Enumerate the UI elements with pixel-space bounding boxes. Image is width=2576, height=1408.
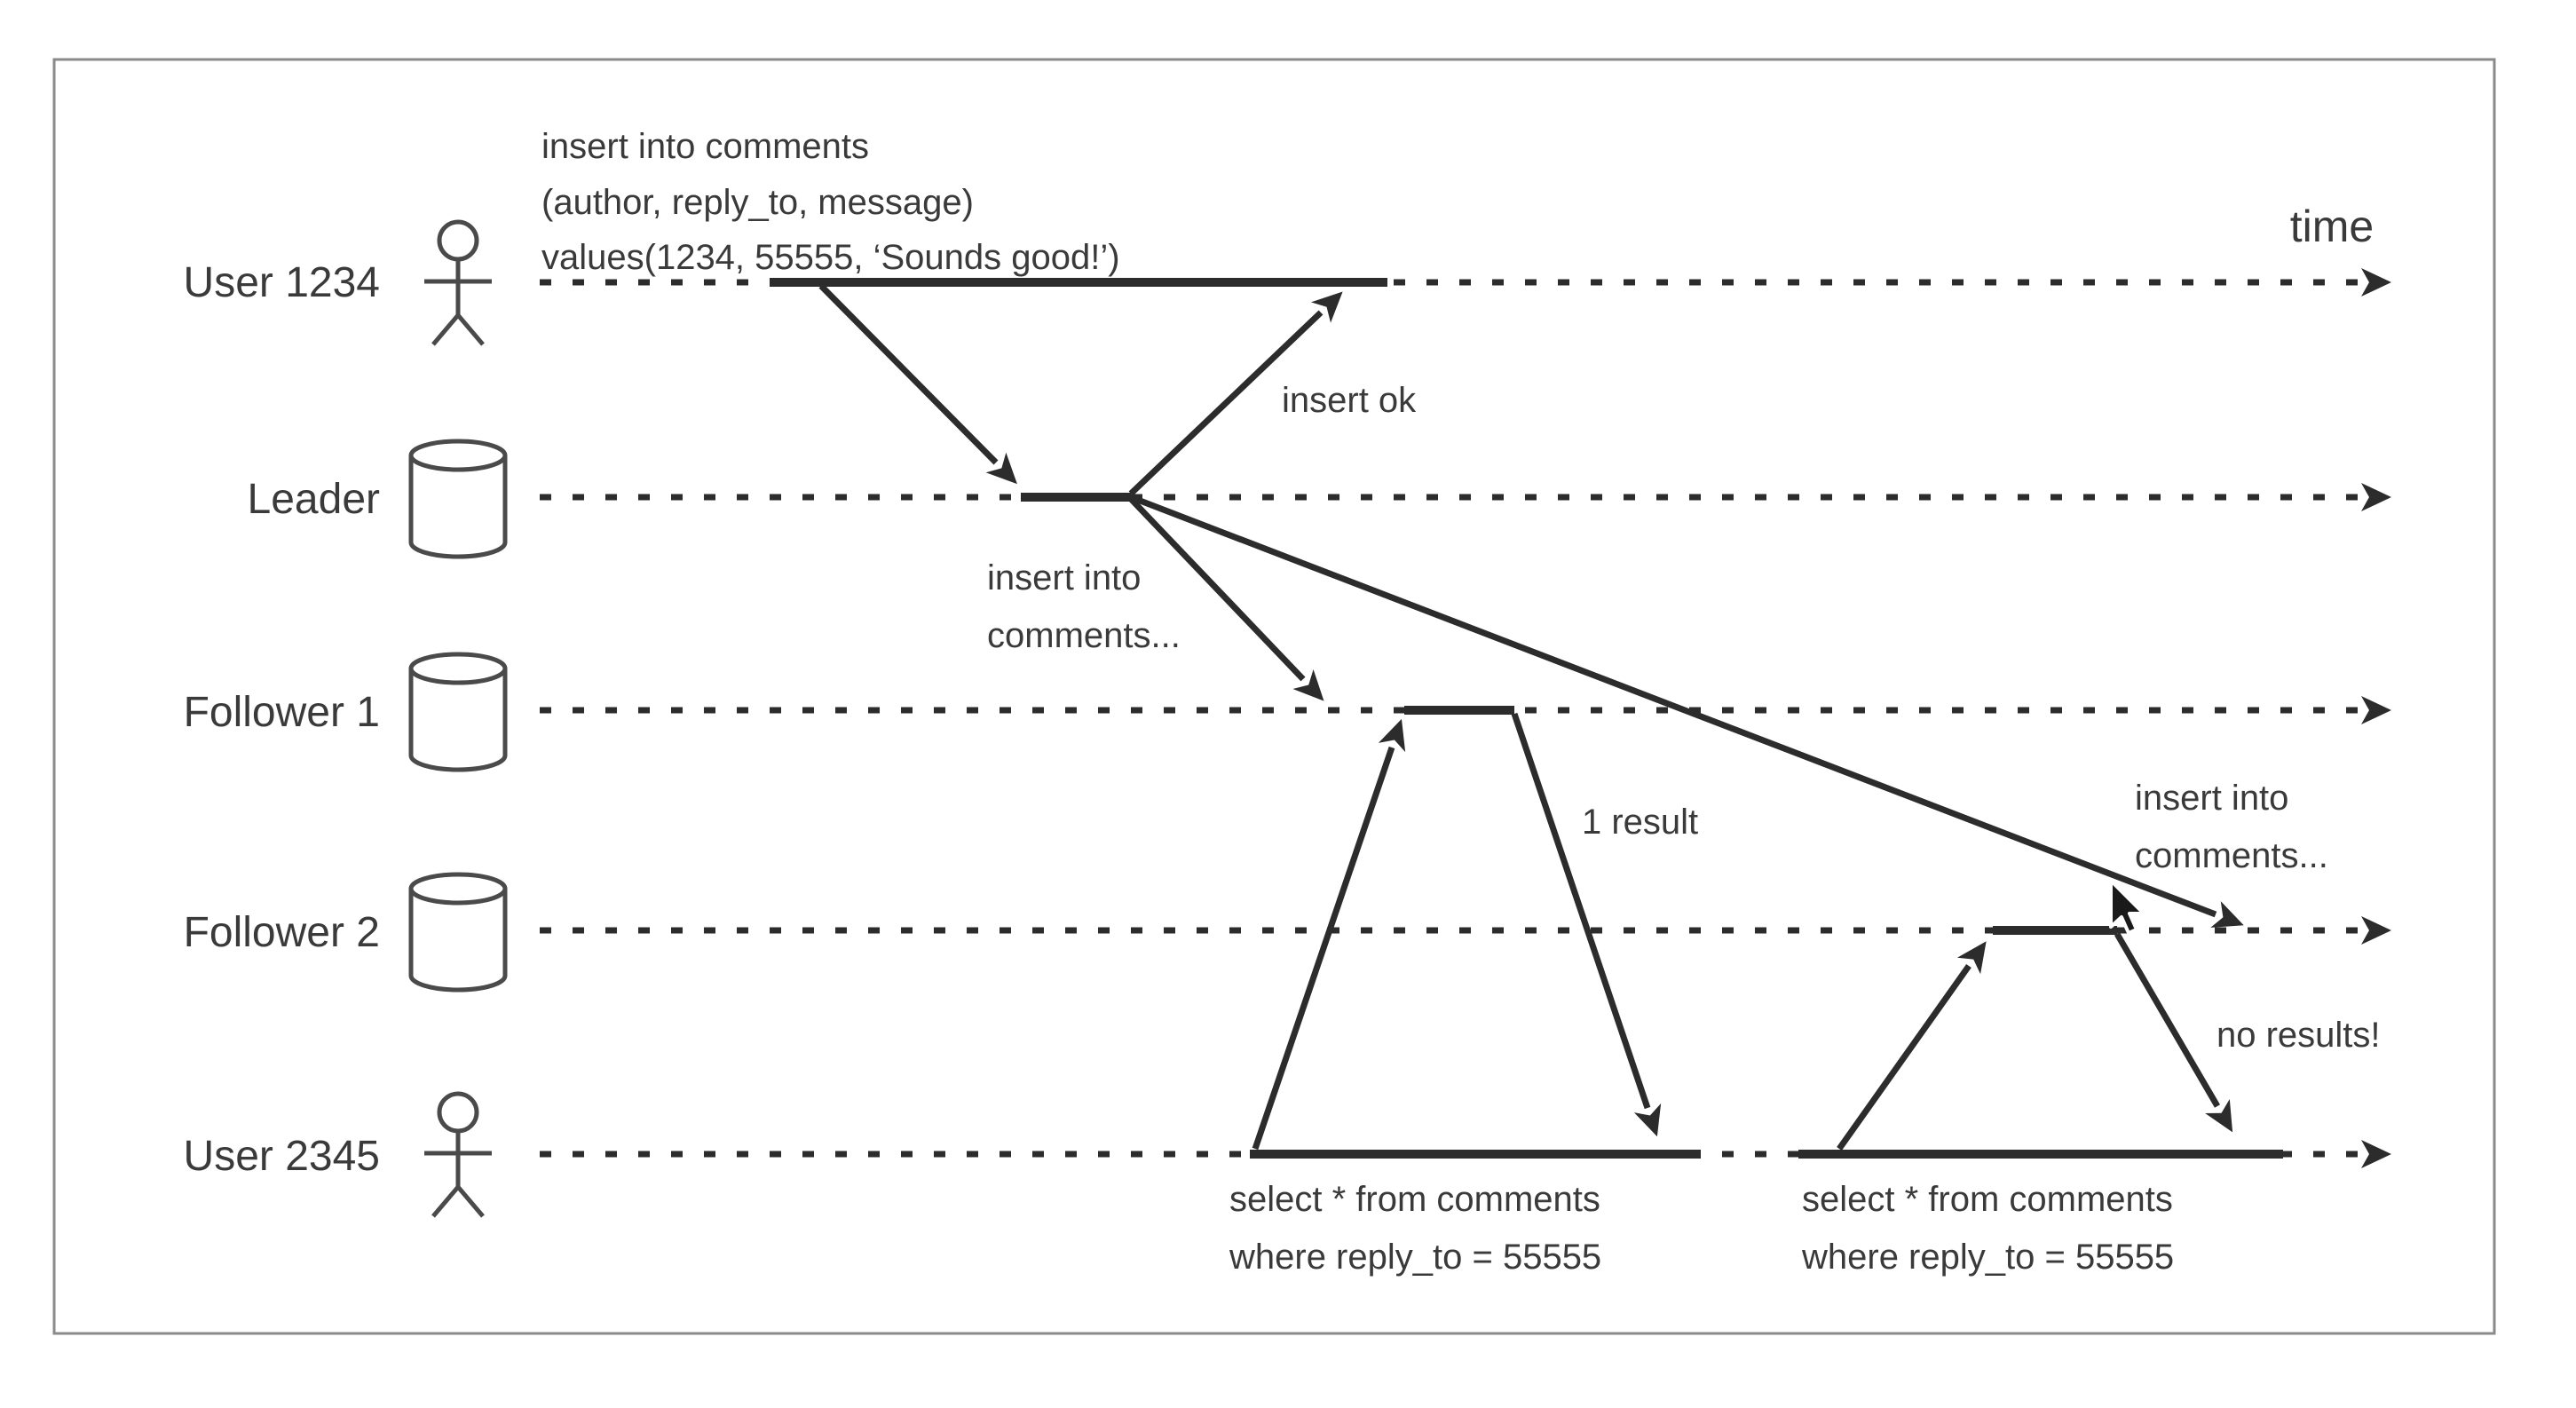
leader-database-icon (408, 439, 508, 559)
replicate-f2-line-2: comments... (2135, 836, 2328, 875)
select-query-2-line-2: where reply_to = 55555 (1801, 1238, 2174, 1277)
replicate-f1-line-1: insert into (987, 558, 1141, 597)
replicate-f1-line-2: comments... (987, 616, 1181, 655)
arrow-insert-ok (1128, 291, 1343, 496)
one-result-label: 1 result (1582, 803, 1698, 842)
arrow-insert-to-leader (818, 283, 1017, 485)
arrow-select-2-request (1837, 941, 1987, 1151)
follower-2-database-icon (408, 872, 508, 993)
arrow-select-2-response (2114, 932, 2233, 1133)
actor-label-follower-1: Follower 1 (184, 689, 380, 736)
actor-label-leader: Leader (248, 476, 380, 523)
arrow-select-1-response (1511, 712, 1662, 1137)
time-axis-label: time (2290, 202, 2374, 251)
insert-ok-label: insert ok (1282, 381, 1417, 420)
replicate-follower-2-text: insert into comments... (2135, 779, 2328, 875)
user-1234-person-icon (424, 219, 492, 346)
actor-label-user-1234: User 1234 (184, 259, 380, 306)
mouse-cursor (2109, 879, 2145, 935)
replicate-follower-1-text: insert into comments... (987, 558, 1181, 655)
insert-query-text: insert into comments (author, reply_to, … (541, 127, 1120, 277)
no-results-label: no results! (2216, 1016, 2381, 1055)
actor-label-user-2345: User 2345 (184, 1133, 380, 1180)
select-query-1-line-2: where reply_to = 55555 (1229, 1238, 1601, 1277)
arrow-select-1-request (1252, 718, 1406, 1151)
insert-query-line-1: insert into comments (541, 127, 869, 166)
arrow-replicate-follower-1 (1128, 496, 1324, 701)
user-2345-person-icon (424, 1091, 492, 1218)
select-query-2-line-1: select * from comments (1802, 1180, 2173, 1219)
replicate-f2-line-1: insert into (2135, 779, 2288, 818)
actor-label-follower-2: Follower 2 (184, 909, 380, 956)
select-query-1-line-1: select * from comments (1229, 1180, 1600, 1219)
insert-query-line-2: (author, reply_to, message) (541, 183, 974, 222)
insert-query-line-3: values(1234, 55555, ‘Sounds good!’) (541, 238, 1120, 277)
select-query-1-text: select * from comments where reply_to = … (1229, 1180, 1601, 1277)
follower-1-database-icon (408, 652, 508, 772)
arrow-replicate-follower-2 (1129, 494, 2244, 928)
select-query-2-text: select * from comments where reply_to = … (1801, 1180, 2174, 1277)
